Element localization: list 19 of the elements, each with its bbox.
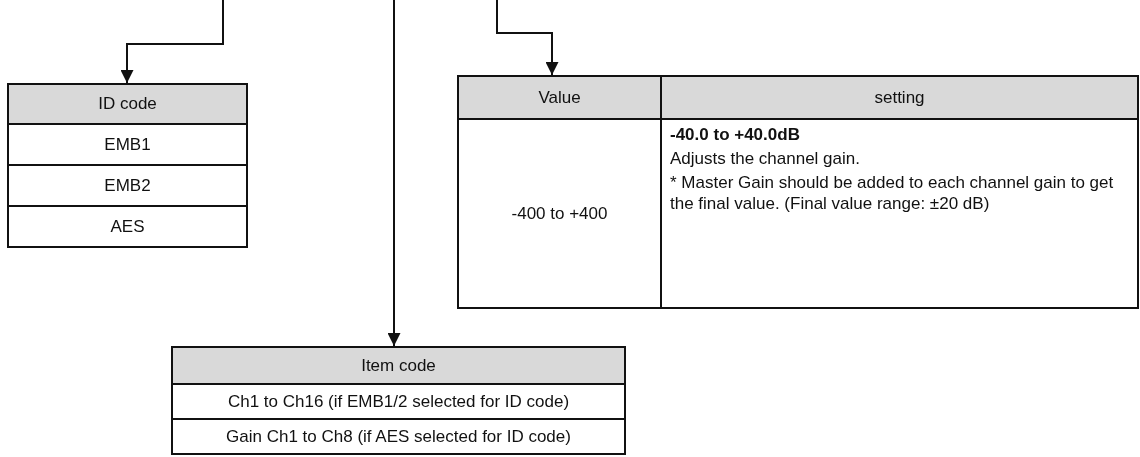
description-text: Adjusts the channel gain.	[670, 148, 861, 169]
table-header-cell: setting	[661, 76, 1138, 119]
range-heading: -40.0 to +40.0dB	[670, 124, 801, 145]
table-cell: Ch1 to Ch16 (if EMB1/2 selected for ID code)	[172, 384, 625, 419]
table-header-cell: Value	[458, 76, 661, 119]
table-cell: AES	[8, 206, 247, 247]
arrow	[387, 0, 401, 347]
data-table	[171, 346, 626, 455]
description-text: * Master Gain should be added to each channel gain to get the final value. (Final value range: ±20 dB)	[670, 172, 1115, 214]
table-cell: Gain Ch1 to Ch8 (if AES selected for ID code)	[172, 419, 625, 454]
arrow	[120, 0, 224, 84]
table-header-cell: ID code	[8, 84, 247, 124]
data-table	[7, 83, 248, 248]
data-table	[457, 75, 1139, 309]
table-cell: EMB1	[8, 124, 247, 165]
table-header-cell: Item code	[172, 347, 625, 384]
arrow	[496, 0, 559, 76]
table-cell: -400 to +400	[458, 119, 661, 308]
table-cell: EMB2	[8, 165, 247, 206]
